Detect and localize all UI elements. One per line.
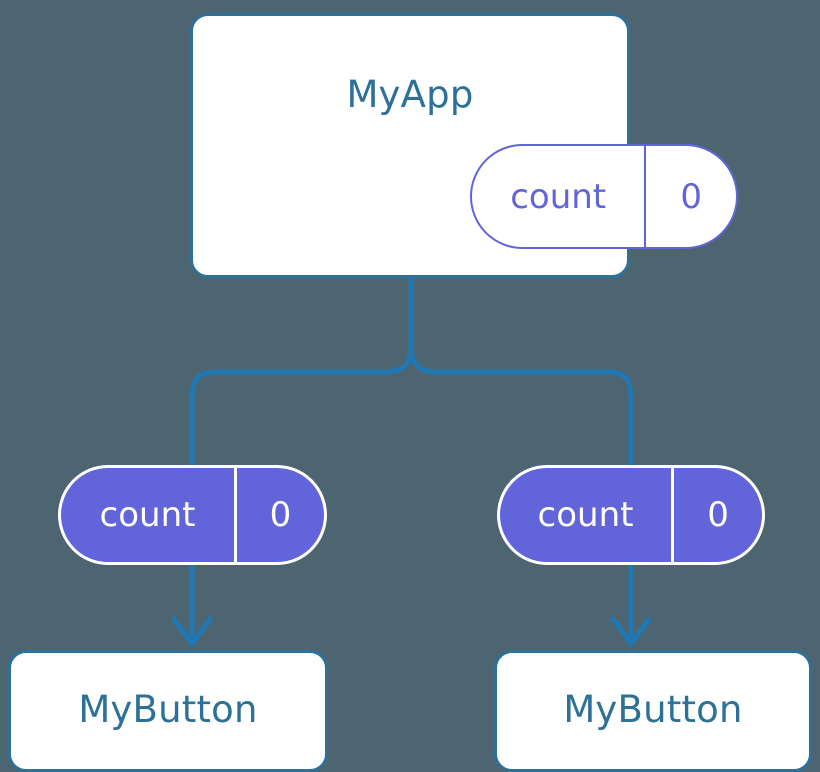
prop-pill-key: count <box>537 495 634 535</box>
prop-pill-key: count <box>99 495 196 535</box>
state-pill-key: count <box>510 176 607 217</box>
component-label-mybutton-left: MyButton <box>78 688 258 731</box>
arrow-head-left-icon <box>171 616 213 647</box>
component-label-mybutton-right: MyButton <box>563 688 743 731</box>
component-box-mybutton-right[interactable]: MyButton <box>494 650 812 772</box>
prop-pill-value: 0 <box>671 468 762 562</box>
component-box-myapp[interactable]: MyApp count 0 <box>190 13 738 278</box>
component-label-myapp: MyApp <box>346 73 474 116</box>
component-box-mybutton-left[interactable]: MyButton <box>8 650 328 772</box>
prop-pill-left-count[interactable]: count 0 <box>58 465 327 565</box>
state-pill-myapp-count[interactable]: count 0 <box>470 144 738 249</box>
connector-branch-left <box>189 344 414 465</box>
prop-pill-right-count[interactable]: count 0 <box>497 465 765 565</box>
arrow-head-right-icon <box>610 616 652 647</box>
prop-pill-value: 0 <box>234 468 324 562</box>
connector-branch-right <box>408 344 634 465</box>
state-pill-value: 0 <box>644 146 736 247</box>
